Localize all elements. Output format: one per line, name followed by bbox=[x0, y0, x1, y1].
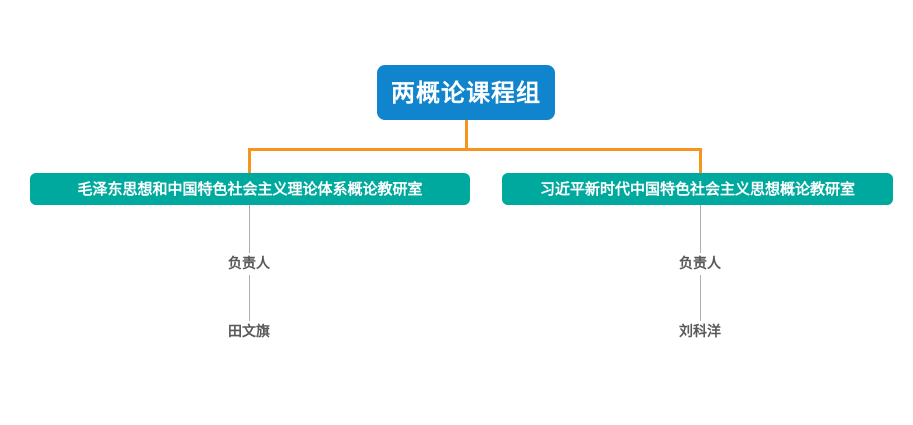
role-label-right: 负责人 bbox=[679, 256, 721, 272]
connector-branch-left-vertical bbox=[248, 148, 251, 173]
person-name-right: 刘科洋 bbox=[679, 324, 721, 340]
connector-right-role-to-person bbox=[700, 275, 701, 321]
connector-horizontal-bus bbox=[248, 148, 702, 151]
connector-right-department-to-role bbox=[700, 205, 701, 253]
person-name-left: 田文旗 bbox=[228, 324, 270, 340]
department-node-right-label: 习近平新时代中国特色社会主义思想概论教研室 bbox=[539, 179, 855, 198]
root-node-label: 两概论课程组 bbox=[391, 78, 541, 107]
connector-left-department-to-role bbox=[249, 205, 250, 253]
department-node-left-label: 毛泽东思想和中国特色社会主义理论体系概论教研室 bbox=[77, 179, 423, 198]
root-node-course-group[interactable]: 两概论课程组 bbox=[377, 65, 555, 120]
connector-branch-right-vertical bbox=[699, 148, 702, 173]
role-label-left: 负责人 bbox=[228, 256, 270, 272]
department-node-left[interactable]: 毛泽东思想和中国特色社会主义理论体系概论教研室 bbox=[30, 173, 470, 205]
department-node-right[interactable]: 习近平新时代中国特色社会主义思想概论教研室 bbox=[502, 173, 893, 205]
connector-left-role-to-person bbox=[249, 275, 250, 321]
connector-root-vertical bbox=[465, 120, 468, 151]
